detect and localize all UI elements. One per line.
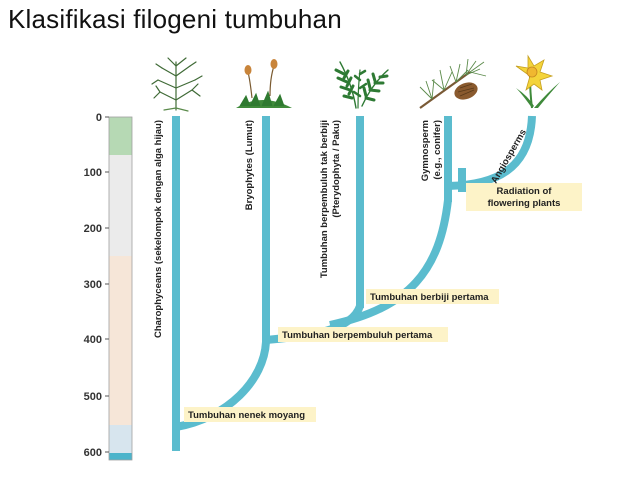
charophycean-algae-icon [151,57,203,112]
era-band-paleozoic-early [109,425,132,453]
fern-icon [334,61,389,109]
node-flowering-radiation: Radiation of flowering plants [466,183,582,211]
tick-label: 200 [84,223,102,235]
ancestral-plant-label: Tumbuhan nenek moyang [188,410,305,421]
node-ancestral: Tumbuhan nenek moyang [184,407,316,422]
charophyceans-label: Charophyceans (sekelompok dengan alga hi… [153,120,164,338]
era-band-recent [109,117,132,155]
callout-box [278,327,448,342]
flowering-radiation-label-line1: Radiation of [497,186,553,197]
time-bar-outline [108,116,133,461]
moss-icon [236,59,292,108]
seedless-vascular-label-line2: (Pterydophyta / Paku) [331,120,342,218]
flowering-radiation-label-line2: flowering plants [488,198,561,209]
seedless-vascular-label-line1: Tumbuhan berpembuluh tak berbiji [319,120,330,278]
first-vascular-plant-label: Tumbuhan berpembuluh pertama [282,330,433,341]
slide-title: Klasifikasi filogeni tumbuhan [8,4,342,34]
geologic-time-bar [108,116,133,461]
callout-box [466,183,582,211]
node-first-vascular: Tumbuhan berpembuluh pertama [278,327,448,342]
era-band-base [109,453,132,460]
era-band-cenozoic-mesozoic [109,155,132,256]
callout-box [184,407,316,422]
tick-label: 100 [84,167,102,179]
branch-land-plants [175,341,270,431]
first-seed-plant-label: Tumbuhan berbiji pertama [370,292,489,303]
branch-seed-plants [329,199,452,329]
tick-label: 600 [84,447,102,459]
tick-label: 0 [96,112,102,124]
callout-box [366,289,499,304]
pine-conifer-icon [419,58,487,109]
node-first-seed: Tumbuhan berbiji pertama [366,289,499,304]
bryophytes-label: Bryophytes (Lumut) [244,120,255,210]
gymnosperm-label-line1: Gymnosperm [420,120,431,181]
gymnosperm-label-line2: (e.g., conifer) [432,120,443,180]
tick-label: 400 [84,334,102,346]
tree-branches [172,115,536,451]
tick-label: 300 [84,279,102,291]
daffodil-flower-icon [515,54,560,109]
era-band-paleozoic-late [109,256,132,425]
time-axis: 0 100 200 300 400 500 600 [84,112,109,459]
tick-label: 500 [84,391,102,403]
